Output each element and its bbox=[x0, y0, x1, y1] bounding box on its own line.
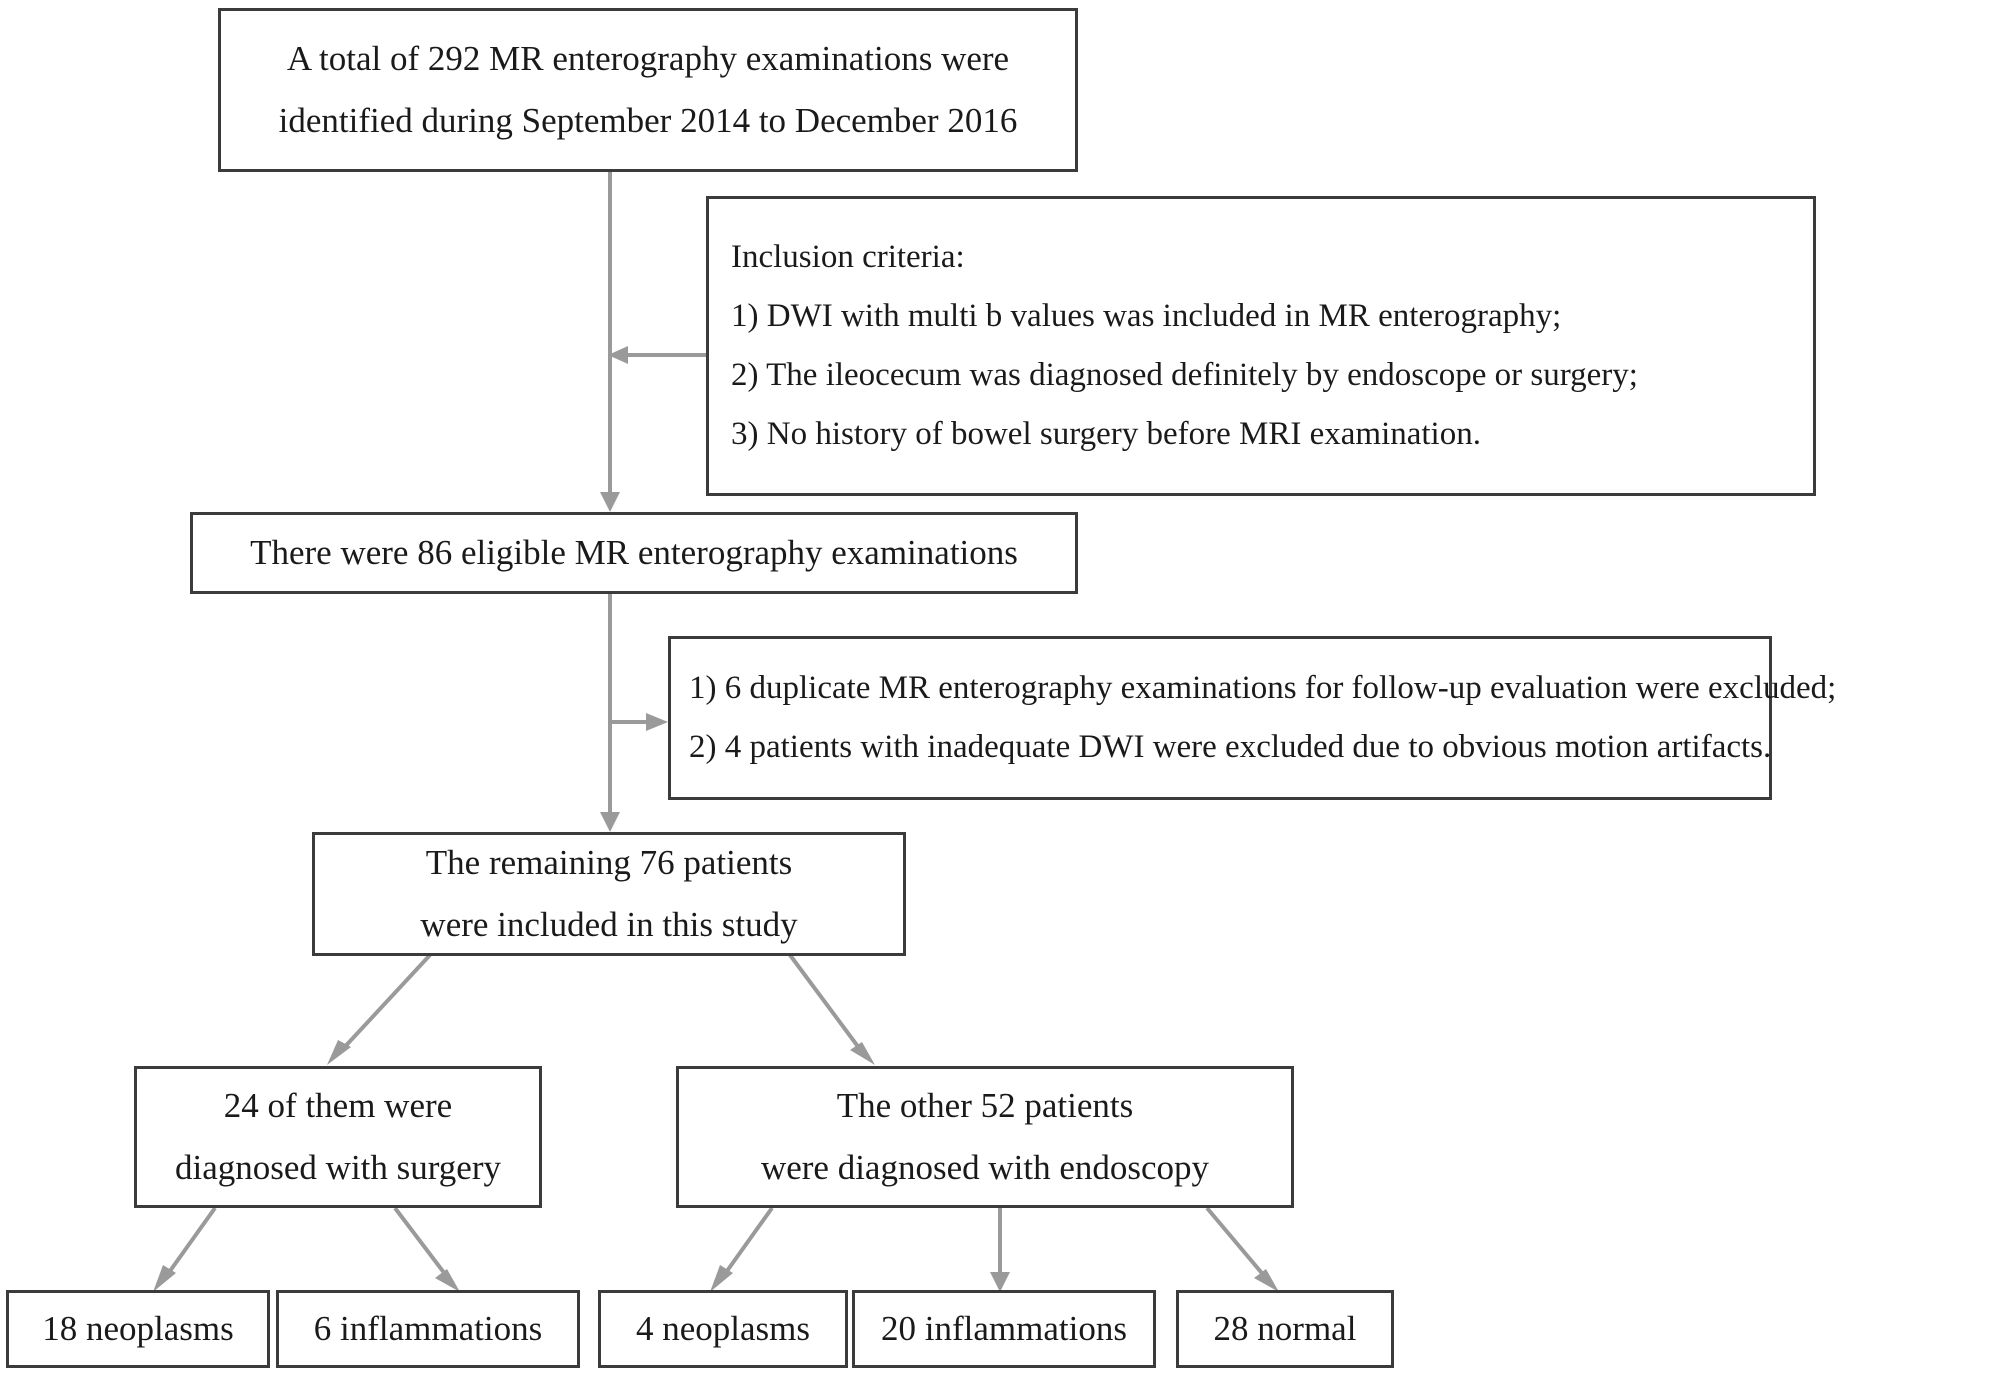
node-total-exams-line-2: identified during September 2014 to Dece… bbox=[278, 101, 1018, 140]
node-leaf-20-inflammations: 20 inflammations bbox=[852, 1290, 1156, 1368]
node-eligible-exams: There were 86 eligible MR enterography e… bbox=[190, 512, 1078, 594]
node-endoscopy-group-line-1: The other 52 patients bbox=[836, 1086, 1134, 1125]
connector-endoscopy-to-neoplasms bbox=[710, 1206, 774, 1292]
node-surgery-group-line-1: 24 of them were bbox=[223, 1086, 453, 1125]
node-leaf-4-neoplasms: 4 neoplasms bbox=[598, 1290, 848, 1368]
connector-eligible-to-remaining bbox=[600, 594, 620, 832]
leaf-label-18-neoplasms: 18 neoplasms bbox=[42, 1309, 234, 1348]
connector-endoscopy-to-normal bbox=[1205, 1206, 1279, 1292]
leaf-label-4-neoplasms: 4 neoplasms bbox=[635, 1309, 810, 1348]
connector-spine-to-exclusions bbox=[610, 713, 668, 731]
node-surgery-group-line-2: diagnosed with surgery bbox=[175, 1148, 501, 1187]
connector-remaining-to-endoscopy bbox=[788, 953, 875, 1065]
node-endoscopy-group-line-2: were diagnosed with endoscopy bbox=[760, 1148, 1210, 1187]
node-total-exams-line-1: A total of 292 MR enterography examinati… bbox=[286, 39, 1010, 78]
node-leaf-6-inflammations: 6 inflammations bbox=[276, 1290, 580, 1368]
leaf-label-28-normal: 28 normal bbox=[1213, 1309, 1357, 1348]
node-endoscopy-group: The other 52 patients were diagnosed wit… bbox=[676, 1066, 1294, 1208]
connector-inclusion-to-spine bbox=[608, 346, 706, 364]
connector-endoscopy-to-inflammations bbox=[990, 1208, 1010, 1292]
leaf-label-20-inflammations: 20 inflammations bbox=[881, 1309, 1127, 1348]
inclusion-criteria-item-1: 1) DWI with multi b values was included … bbox=[731, 298, 1562, 334]
node-eligible-exams-line-1: There were 86 eligible MR enterography e… bbox=[250, 533, 1018, 572]
node-remaining-patients-line-2: were included in this study bbox=[420, 905, 798, 944]
connector-remaining-to-surgery bbox=[327, 953, 432, 1065]
connector-total-to-eligible bbox=[600, 172, 620, 512]
node-surgery-group: 24 of them were diagnosed with surgery bbox=[134, 1066, 542, 1208]
connector-surgery-to-neoplasms bbox=[153, 1206, 217, 1292]
connector-surgery-to-inflammations bbox=[393, 1206, 460, 1292]
node-leaf-18-neoplasms: 18 neoplasms bbox=[6, 1290, 270, 1368]
node-leaf-28-normal: 28 normal bbox=[1176, 1290, 1394, 1368]
node-remaining-patients-line-1: The remaining 76 patients bbox=[425, 843, 793, 882]
inclusion-criteria-item-2: 2) The ileocecum was diagnosed definitel… bbox=[731, 357, 1638, 393]
node-remaining-patients: The remaining 76 patients were included … bbox=[312, 832, 906, 956]
inclusion-criteria-heading: Inclusion criteria: bbox=[731, 239, 965, 275]
node-exclusions: 1) 6 duplicate MR enterography examinati… bbox=[668, 636, 1837, 800]
exclusion-item-1: 1) 6 duplicate MR enterography examinati… bbox=[689, 670, 1837, 706]
leaf-label-6-inflammations: 6 inflammations bbox=[313, 1309, 543, 1348]
exclusion-item-2: 2) 4 patients with inadequate DWI were e… bbox=[689, 729, 1772, 765]
node-total-exams: A total of 292 MR enterography examinati… bbox=[218, 8, 1078, 172]
inclusion-criteria-item-3: 3) No history of bowel surgery before MR… bbox=[731, 416, 1481, 452]
node-inclusion-criteria: Inclusion criteria: 1) DWI with multi b … bbox=[706, 196, 1816, 496]
